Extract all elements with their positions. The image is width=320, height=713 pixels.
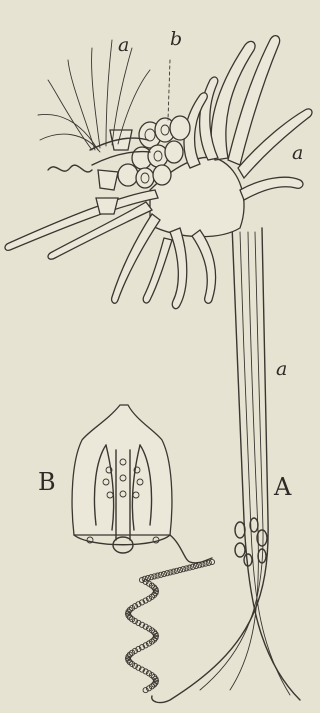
beaded-tentacle (125, 559, 214, 692)
label-a-top: a (118, 36, 129, 55)
wavy-thread (48, 165, 92, 172)
label-A: A (274, 475, 291, 499)
figure-a-stem (152, 225, 300, 703)
label-a-right: a (292, 144, 303, 163)
label-b-leader (168, 60, 170, 120)
label-a-stem: a (276, 360, 287, 379)
label-b: b (170, 30, 182, 49)
figure-b-medusa (72, 405, 212, 563)
tentacle-crown (38, 40, 150, 165)
label-B: B (38, 470, 56, 494)
